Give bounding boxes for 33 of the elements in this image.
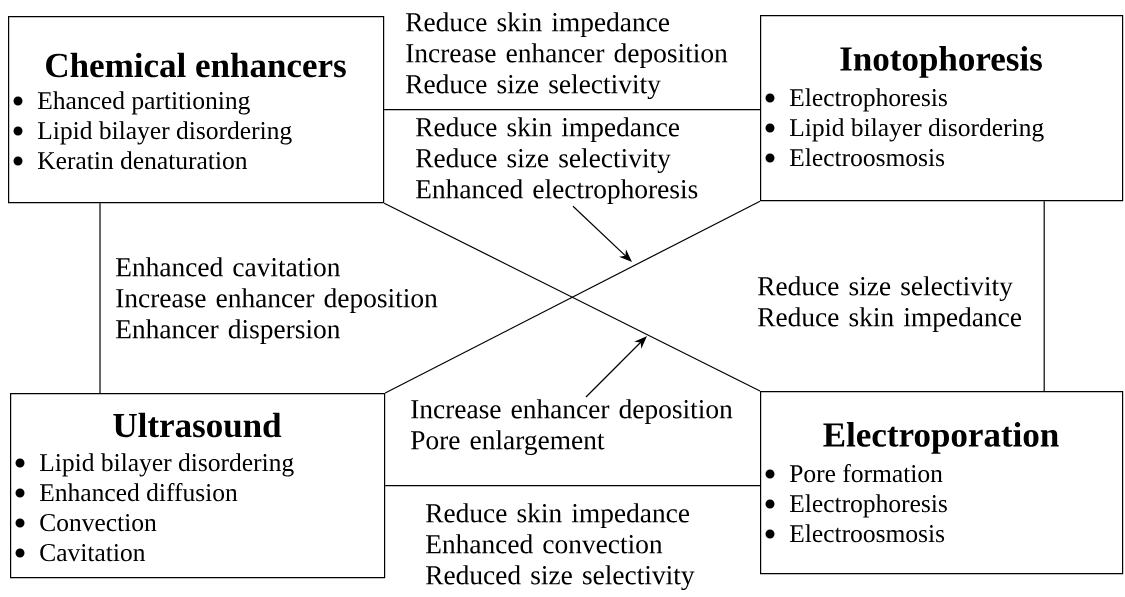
edge-label: Reduce size selectivity Reduce skin impedance xyxy=(758,276,1022,333)
connector-line xyxy=(99,202,101,394)
bullet-item: Lipid bilayer disordering xyxy=(765,118,1044,142)
bullet-item: Electrophoresis xyxy=(765,88,947,112)
bullet-item: Electroosmosis xyxy=(765,524,945,543)
box-heading: Ultrasound xyxy=(113,412,282,438)
connector-line xyxy=(383,109,761,111)
bullet-item: Cavitation xyxy=(15,544,146,562)
box-heading: Inotophoresis xyxy=(840,46,1042,78)
bullet-item: Enhanced diffusion xyxy=(15,483,238,502)
bullet-item: Ehanced partitioning xyxy=(13,91,250,115)
connector-line xyxy=(1043,200,1045,392)
bullet-item: Pore formation xyxy=(765,464,943,483)
process-box xyxy=(10,393,386,579)
bullet-item: Keratin denaturation xyxy=(13,151,248,170)
connector-line xyxy=(384,485,761,487)
bullet-item: Lipid bilayer disordering xyxy=(13,121,292,145)
box-heading: Electroporation xyxy=(823,422,1059,454)
leader-arrow xyxy=(585,336,647,398)
annotation-text: Reduce skin impedance Reduce size selectivity Enhanced electrophoresis xyxy=(416,117,698,205)
process-box xyxy=(8,16,385,204)
bullet-item: Electroosmosis xyxy=(765,148,945,167)
edge-label: Reduce skin impedance Enhanced convection Reduced size selectivity xyxy=(426,503,695,591)
bullet-item: Lipid bilayer disordering xyxy=(15,453,294,477)
process-box xyxy=(760,15,1124,202)
process-box xyxy=(760,391,1124,575)
bullet-item: Electrophoresis xyxy=(765,494,947,518)
box-heading: Chemical enhancers xyxy=(46,52,346,78)
annotation-text: Increase enhancer deposition Pore enlargement xyxy=(411,399,733,456)
edge-label: Enhanced cavitation Increase enhancer deposition Enhancer dispersion xyxy=(116,257,438,345)
bullet-item: Convection xyxy=(15,514,157,532)
leader-arrow xyxy=(572,205,632,262)
edge-label: Reduce skin impedance Increase enhancer deposition Reduce size selectivity xyxy=(406,12,728,100)
